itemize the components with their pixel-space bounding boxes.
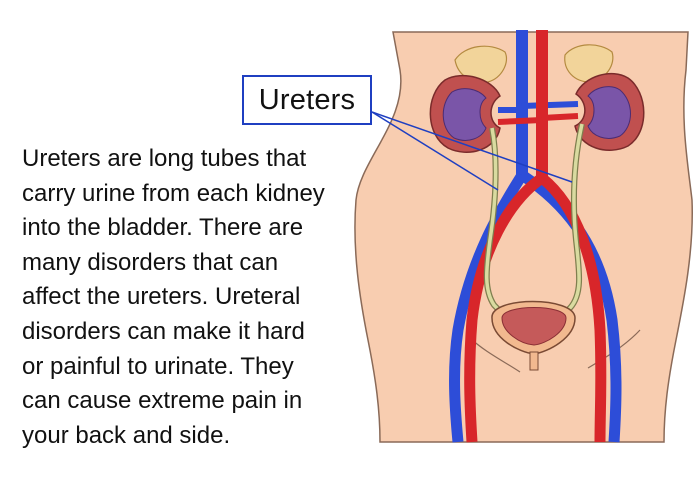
description-line: Ureters are long tubes that xyxy=(22,145,307,172)
iliac-vein-right xyxy=(518,170,622,443)
callout-leader-left-ureter xyxy=(371,111,499,191)
description-line: into the bladder. There are xyxy=(22,214,304,242)
renal-vein-right xyxy=(521,101,579,109)
adrenal-gland-right xyxy=(564,44,614,83)
ureters-label-box: Ureters xyxy=(242,75,372,125)
renal-artery-left xyxy=(497,117,543,125)
description-paragraph: Ureters are long tubes that carry urine … xyxy=(22,142,392,453)
description-line: or painful to urinate. They xyxy=(22,352,294,380)
renal-artery-right xyxy=(541,113,579,121)
description-line: carry urine from each kidney xyxy=(22,179,325,207)
description-line: affect the ureters. Ureteral xyxy=(22,283,301,311)
kidney-right xyxy=(574,72,645,151)
description-line: disorders can make it hard xyxy=(22,317,305,345)
ureters-label: Ureters xyxy=(258,83,356,116)
kidney-left xyxy=(429,74,501,153)
callout-leader-right-ureter xyxy=(371,111,573,183)
description-line: many disorders that can xyxy=(22,248,279,276)
description-line: can cause extreme pain in xyxy=(22,387,303,415)
iliac-artery-right xyxy=(538,173,607,443)
iliac-artery-left xyxy=(464,173,546,443)
iliac-vein-left xyxy=(449,172,527,443)
bladder xyxy=(491,300,576,371)
description-line: your back and side. xyxy=(22,421,231,449)
